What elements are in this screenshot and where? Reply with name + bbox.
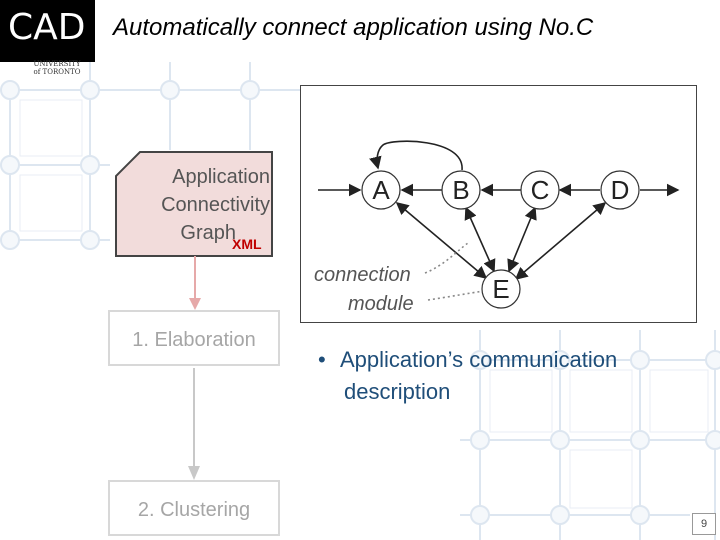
cad-logo: CAD xyxy=(0,0,95,62)
xml-document-text: Application Connectivity Graph xyxy=(118,163,270,247)
doc-line-2: Connectivity xyxy=(161,194,270,216)
node-d-circle xyxy=(600,170,640,210)
edge-d-e xyxy=(514,201,607,281)
doc-line-1: Application xyxy=(172,166,270,188)
university-logo: UNIVERSITY of TORONTO xyxy=(32,60,82,76)
logo-text: CAD xyxy=(8,7,86,48)
node-b-label: B xyxy=(452,175,469,205)
node-e-circle xyxy=(481,269,521,309)
edge-b-e xyxy=(464,206,496,273)
slide-title: Automatically connect application using … xyxy=(113,14,594,41)
annotation-module: module xyxy=(348,293,414,315)
node-c-circle xyxy=(520,170,560,210)
annotation-connection: connection xyxy=(314,264,411,286)
node-e-label: E xyxy=(492,274,509,304)
annotation-leader-2 xyxy=(427,290,485,301)
step-elaboration: 1. Elaboration xyxy=(108,310,280,366)
bullet-marker: • xyxy=(318,347,326,372)
university-line-1: UNIVERSITY xyxy=(33,60,81,68)
xml-tag: XML xyxy=(232,236,262,252)
node-b-circle xyxy=(441,170,481,210)
page-number: 9 xyxy=(692,513,716,535)
node-a-label: A xyxy=(372,175,390,205)
node-c-label: C xyxy=(531,175,550,205)
bullet-line-1: Application’s communication xyxy=(340,347,618,372)
annotation-leader-1 xyxy=(424,242,469,274)
edge-loop-b-a xyxy=(369,140,463,171)
bullet-point: • Application’s communication description xyxy=(318,344,617,408)
node-d-label: D xyxy=(611,175,630,205)
node-a-circle xyxy=(361,170,401,210)
edge-c-e xyxy=(507,206,537,273)
bullet-line-2: description xyxy=(344,379,451,404)
doc-line-3: Graph xyxy=(180,222,236,244)
university-line-2: of TORONTO xyxy=(33,68,81,76)
step-clustering: 2. Clustering xyxy=(108,480,280,536)
